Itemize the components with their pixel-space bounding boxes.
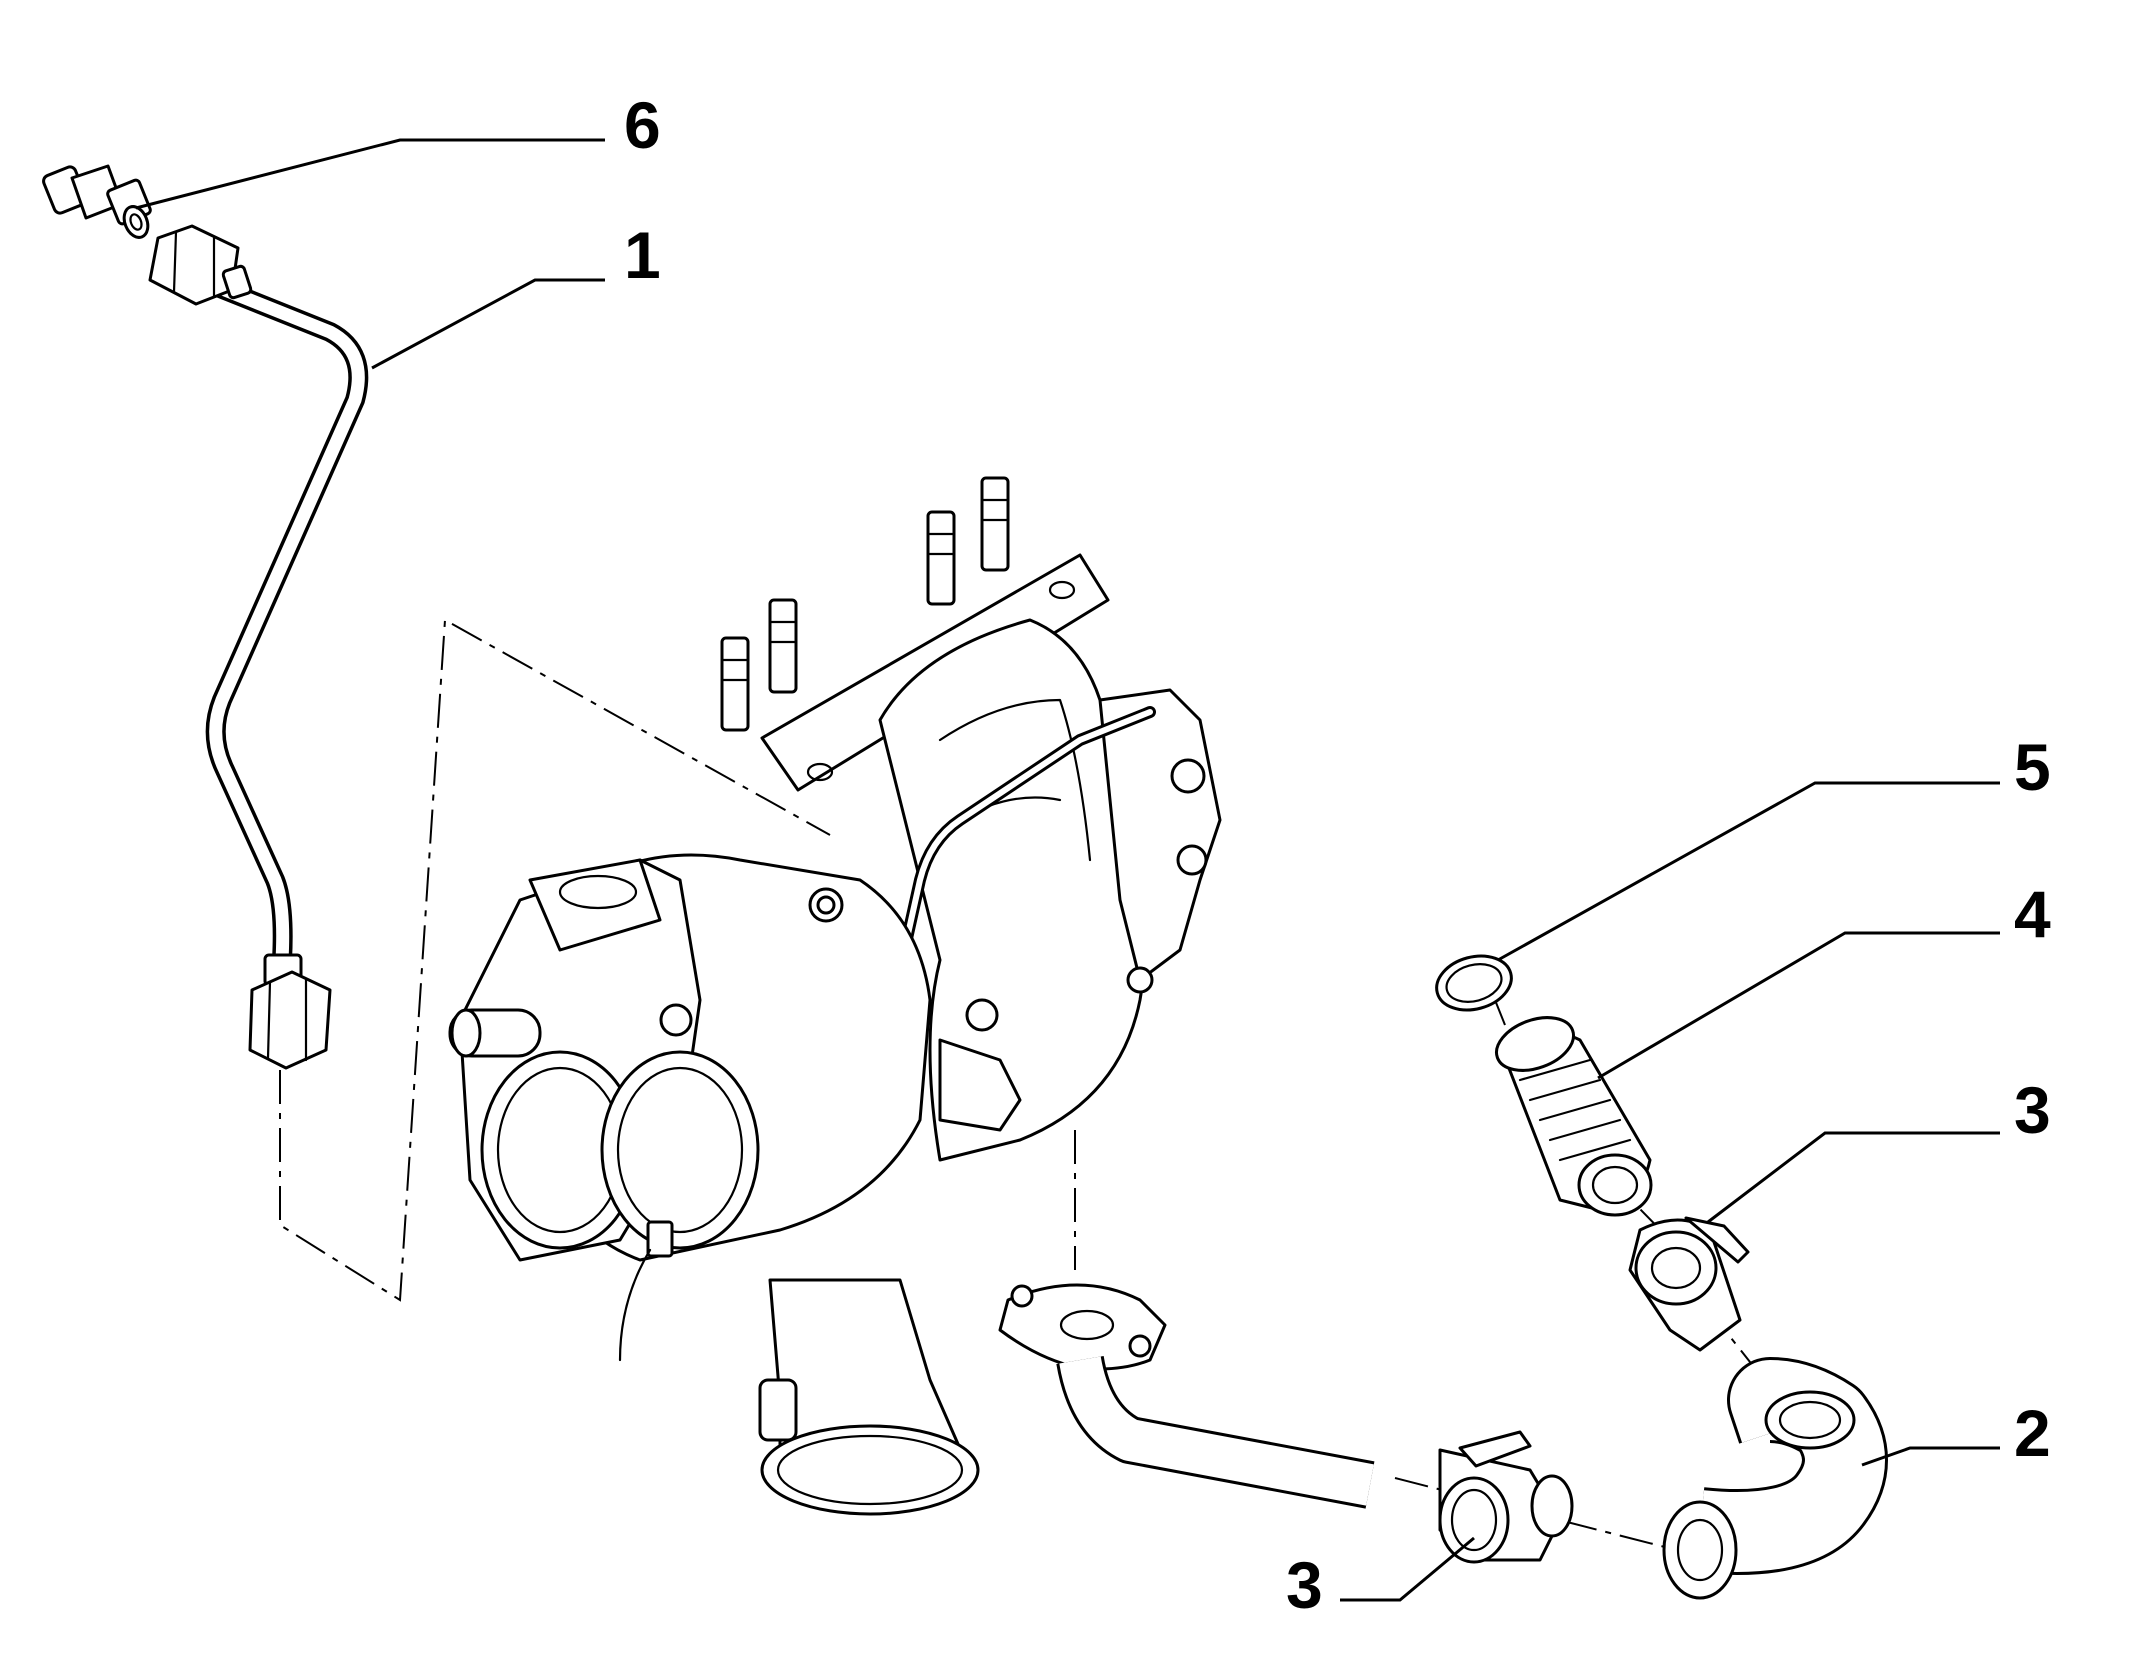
- callout-3-lower: 3: [1286, 1548, 1323, 1622]
- hose-nipple-part-4: [1495, 1016, 1653, 1217]
- callout-2: 2: [2014, 1396, 2051, 1470]
- callout-5: 5: [2014, 730, 2051, 804]
- hose-clamp-part-3-upper: [1628, 1216, 1750, 1352]
- hose-clamp-part-3-lower: [1438, 1430, 1574, 1564]
- oil-return-pipe: [998, 1283, 1375, 1509]
- turbocharger-assembly: [448, 476, 1222, 1516]
- callout-labels: 6 1 5 4 3 2 3: [624, 88, 2051, 1622]
- callout-4: 4: [2014, 877, 2051, 951]
- callout-6: 6: [624, 88, 661, 162]
- seal-washer-part-5: [1435, 954, 1513, 1012]
- oil-hose-part-2: [1662, 1357, 1888, 1600]
- callout-3-upper: 3: [2014, 1073, 2051, 1147]
- manifold-studs: [720, 476, 1010, 732]
- callout-1: 1: [624, 218, 661, 292]
- union-fitting-part-6: [42, 164, 152, 239]
- oil-feed-pipe-part-1: [148, 224, 369, 1070]
- leader-lines: [135, 138, 2000, 1602]
